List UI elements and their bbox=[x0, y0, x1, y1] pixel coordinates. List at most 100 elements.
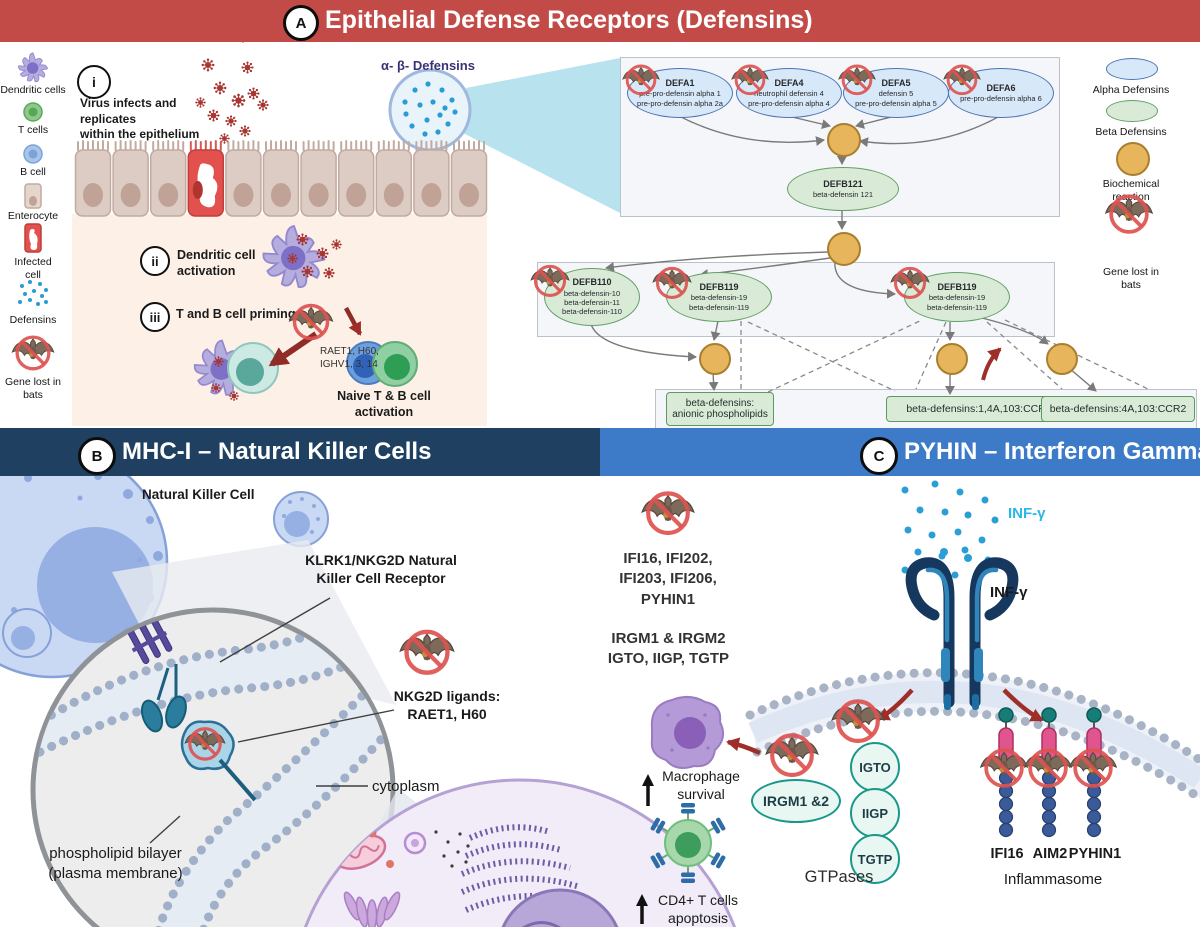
gene-node-defb119-1: DEFB119 beta-defensin-19 beta-defensin-1… bbox=[666, 272, 772, 322]
legend-enterocyte: Enterocyte bbox=[7, 210, 59, 222]
nk-cell-medium bbox=[273, 491, 329, 547]
panelC-title: PYHIN – Interferon Gamma bbox=[904, 438, 1200, 465]
gene-lost-bat-icon bbox=[528, 258, 572, 302]
cytoplasm-label: cytoplasm bbox=[372, 778, 440, 795]
panelC-badge: C bbox=[860, 437, 898, 475]
target-cell-organelles bbox=[305, 824, 624, 927]
gene-lost-bat-icon bbox=[762, 724, 822, 784]
gene-lost-bat-icon bbox=[729, 58, 771, 100]
dendritic-cell-icon bbox=[18, 52, 48, 83]
target-cell-wedge bbox=[332, 788, 460, 927]
infg-receptor-label: INF-γ bbox=[990, 584, 1028, 601]
legend-alpha-defensins: Alpha Defensins bbox=[1092, 84, 1170, 96]
gene-lost-bat-icon bbox=[888, 260, 932, 304]
panelC-banner bbox=[600, 428, 1200, 476]
gtpase-genes-label: IRGM1 & IRGM2 IGTO, IIGP, TGTP bbox=[607, 630, 730, 668]
priming-arrow bbox=[344, 306, 362, 336]
gene-node-defb121: DEFB121 beta-defensin 121 bbox=[787, 167, 899, 211]
vesicle bbox=[403, 831, 427, 855]
panelA-banner bbox=[0, 0, 1200, 42]
enterocyte-icon bbox=[24, 183, 42, 209]
gene-lost-bat-icon bbox=[396, 620, 458, 682]
output-anionic-phospholipids: beta-defensins: anionic phospholipids bbox=[666, 392, 774, 426]
mitochondrion bbox=[333, 834, 387, 870]
legend-gene-lost: Gene lost in bats bbox=[4, 376, 62, 401]
t-cell-receptors bbox=[650, 803, 726, 883]
legend-defensins: Defensins bbox=[9, 314, 57, 326]
panelA-badge: A bbox=[283, 5, 319, 41]
infg-receptor bbox=[905, 548, 1019, 710]
legend-gene-lost-right: Gene lost in bats bbox=[1102, 266, 1160, 291]
panelA-title: Epithelial Defense Receptors (Defensins) bbox=[325, 6, 813, 34]
step-ii-circle: ii bbox=[140, 246, 170, 276]
nkg2d-ligands-label: NKG2D ligands: RAET1, H60 bbox=[393, 688, 501, 723]
infg-molecules bbox=[901, 480, 999, 579]
beta-defensin-legend-icon bbox=[1106, 100, 1158, 122]
reaction-node bbox=[827, 232, 861, 266]
pyhin1-label: PYHIN1 bbox=[1068, 846, 1122, 862]
nucleus bbox=[496, 888, 624, 927]
gene-lost-bat-icon bbox=[941, 58, 983, 100]
aim2-label: AIM2 bbox=[1032, 846, 1068, 862]
defensins-title: α- β- Defensins bbox=[381, 58, 475, 73]
infected-cell-icon bbox=[24, 223, 42, 253]
legend-dendritic-cells: Dendritic cells bbox=[0, 84, 66, 96]
naive-activation-label: Naive T & B cell activation bbox=[337, 389, 431, 419]
primed-t-cell bbox=[227, 342, 279, 394]
viruses-on-dendritic bbox=[287, 233, 342, 279]
gene-lost-bat-icon bbox=[9, 328, 57, 376]
panelB-title: MHC-I – Natural Killer Cells bbox=[122, 438, 432, 465]
gene-lost-bat-icon bbox=[620, 58, 662, 100]
step-i-text: Virus infects and replicates within the … bbox=[80, 96, 200, 142]
legend-beta-defensins: Beta Defensins bbox=[1095, 126, 1167, 138]
defensins-icon bbox=[18, 280, 48, 306]
iigp-node: IIGP bbox=[850, 788, 900, 838]
macrophage bbox=[650, 696, 725, 769]
nkg2d-receptor bbox=[140, 699, 164, 733]
epithelium-row bbox=[74, 140, 488, 217]
bilayer-label: phospholipid bilayer (plasma membrane) bbox=[48, 845, 183, 882]
defensins-magnifier bbox=[388, 68, 472, 152]
reaction-node bbox=[827, 123, 861, 157]
legend-t-cells: T cells bbox=[17, 124, 49, 136]
endoplasmic-reticulum bbox=[460, 824, 593, 913]
klrk1-receptor-label: KLRK1/NKG2D Natural Killer Cell Receptor bbox=[305, 552, 457, 587]
cd4-t-cell bbox=[650, 803, 726, 883]
output-ccr2: beta-defensins:4A,103:CCR2 bbox=[1041, 396, 1195, 422]
ifi16-label: IFI16 bbox=[990, 846, 1024, 862]
lost-genes-callout: RAET1, H60, IGHV1, 3, 14 bbox=[320, 346, 379, 370]
legend-infected-cell: Infected cell bbox=[14, 256, 52, 281]
cd4-apoptosis-label: CD4+ T cells apoptosis bbox=[657, 892, 738, 926]
gene-lost-bat-icon bbox=[650, 260, 694, 304]
gene-lost-bat-icon bbox=[1066, 740, 1120, 794]
biochemical-reaction-legend-icon bbox=[1116, 142, 1150, 176]
step-ii-text: Dendritic cell activation bbox=[177, 248, 256, 278]
nk-cell-small bbox=[2, 608, 52, 658]
pyhin-genes-label: IFI16, IFI202, IFI203, IFI206, PYHIN1 bbox=[619, 550, 717, 608]
defensin-dots bbox=[402, 81, 458, 137]
gene-lost-bat-icon bbox=[286, 296, 336, 346]
t-cell-icon bbox=[23, 102, 43, 122]
step-i-circle: i bbox=[77, 65, 111, 99]
golgi bbox=[343, 891, 401, 927]
gene-lost-bat-icon bbox=[828, 690, 888, 750]
gene-lost-bat-icon bbox=[1102, 186, 1156, 240]
infg-free-label: INF-γ bbox=[1008, 505, 1046, 522]
magnifier-beam bbox=[463, 58, 620, 213]
b-cell-icon bbox=[23, 144, 43, 164]
inflammasome-label: Inflammasome bbox=[1003, 871, 1103, 888]
irgm-node: IRGM1 &2 bbox=[751, 779, 841, 823]
gene-lost-bat-icon bbox=[836, 58, 878, 100]
gene-lost-bat-icon bbox=[638, 482, 698, 542]
reaction-node bbox=[699, 343, 731, 375]
infected-epithelial-cell bbox=[187, 140, 225, 217]
viruses-in-dendritic bbox=[211, 356, 240, 401]
tgtp-node: TGTP bbox=[850, 834, 900, 884]
macrophage-survival-label: Macrophage survival bbox=[662, 768, 740, 802]
alpha-defensin-legend-icon bbox=[1106, 58, 1158, 80]
gene-lost-bat-icon bbox=[182, 720, 228, 766]
nk-cell-label: Natural Killer Cell bbox=[142, 487, 255, 502]
dendritic-cell-priming bbox=[193, 339, 251, 396]
legend-b-cell: B cell bbox=[20, 166, 46, 178]
